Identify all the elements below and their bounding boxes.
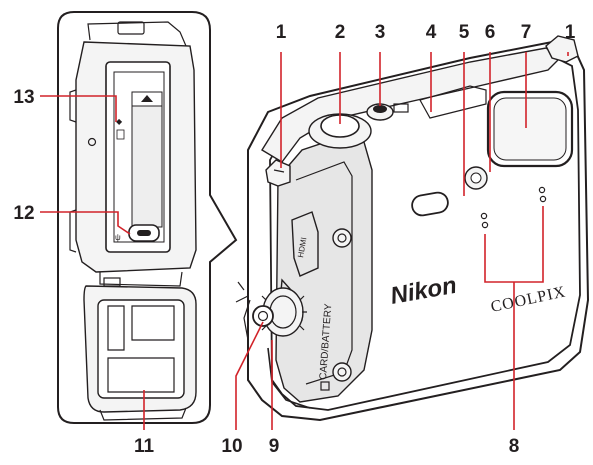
callout-2: 2 <box>335 22 346 43</box>
battery-chamber-inset: ◆ ψ <box>58 12 236 423</box>
callout-3: 3 <box>375 22 386 43</box>
callout-13: 13 <box>13 87 34 108</box>
grip-screw-bottom <box>333 363 351 381</box>
callout-10: 10 <box>221 436 242 457</box>
grip-screw-top <box>333 229 351 247</box>
usb-icon: ψ <box>115 233 121 242</box>
callout-9: 9 <box>269 436 280 457</box>
callout-7: 7 <box>521 22 532 43</box>
callout-8: 8 <box>509 436 520 457</box>
card-icon: ◆ <box>116 117 123 126</box>
callout-5: 5 <box>459 22 470 43</box>
callout-12: 12 <box>13 203 34 224</box>
callout-4: 4 <box>426 22 437 43</box>
callout-6: 6 <box>485 22 496 43</box>
callout-1-strap-eyelet-right: 1 <box>565 22 576 43</box>
camera-body: HDMI CARD/BATTERY Nikon COOLPIX <box>236 36 588 420</box>
callout-1-strap-eyelet-left: 1 <box>276 22 287 43</box>
callout-11: 11 <box>134 436 155 457</box>
